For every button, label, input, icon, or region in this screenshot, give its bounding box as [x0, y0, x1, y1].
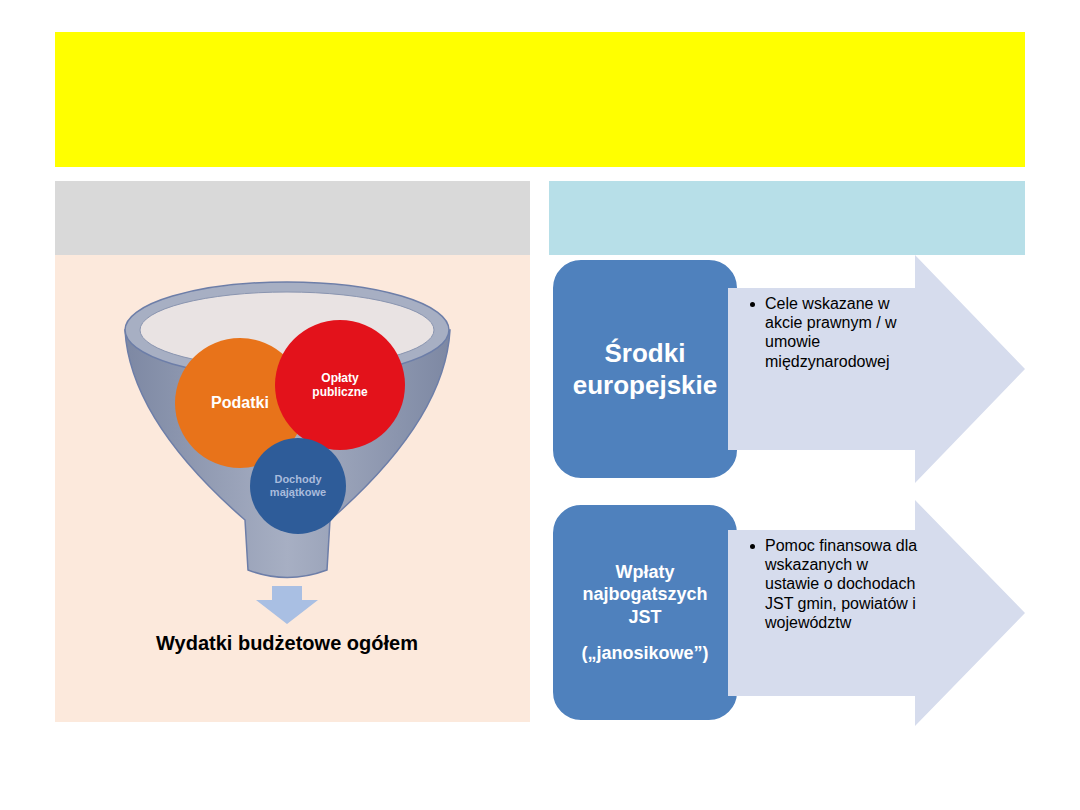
circle-label: Opłaty publiczne [293, 371, 387, 400]
circle-label: Podatki [211, 393, 269, 412]
title-band [55, 32, 1025, 167]
circle-label: Dochody majątkowe [263, 473, 332, 499]
source-circle: Dochody majątkowe [250, 438, 346, 534]
bullet-text: Cele wskazane w akcie prawnym / w umowie… [765, 294, 923, 371]
source-box: Wpłaty najbogatszych JST („janosikowe”) [551, 503, 739, 722]
down-arrow [256, 586, 318, 624]
bullet-dot [750, 302, 755, 307]
bullet-row: Cele wskazane w akcie prawnym / w umowie… [750, 294, 923, 371]
box-subheading: („janosikowe”) [581, 642, 708, 665]
right-header-band [549, 181, 1025, 255]
source-circle: Opłaty publiczne [275, 320, 405, 450]
bullet-dot [750, 544, 755, 549]
box-heading: Wpłaty najbogatszych JST [566, 561, 724, 629]
chevron-shape [728, 500, 1025, 726]
chevron-fill [728, 255, 1025, 483]
chevron-arrow: Pomoc finansowa dla wskazanych w ustawie… [728, 500, 1025, 726]
left-header-band [55, 181, 530, 255]
bullet-row: Pomoc finansowa dla wskazanych w ustawie… [750, 536, 923, 632]
chevron-fill [728, 500, 1025, 726]
box-heading: Środki europejskie [566, 337, 724, 402]
result-label: Wydatki budżetowe ogółem [156, 632, 418, 655]
left-panel [55, 255, 530, 722]
bullet-text: Pomoc finansowa dla wskazanych w ustawie… [765, 536, 923, 632]
source-box: Środki europejskie [551, 258, 739, 480]
chevron-arrow: Cele wskazane w akcie prawnym / w umowie… [728, 255, 1025, 483]
